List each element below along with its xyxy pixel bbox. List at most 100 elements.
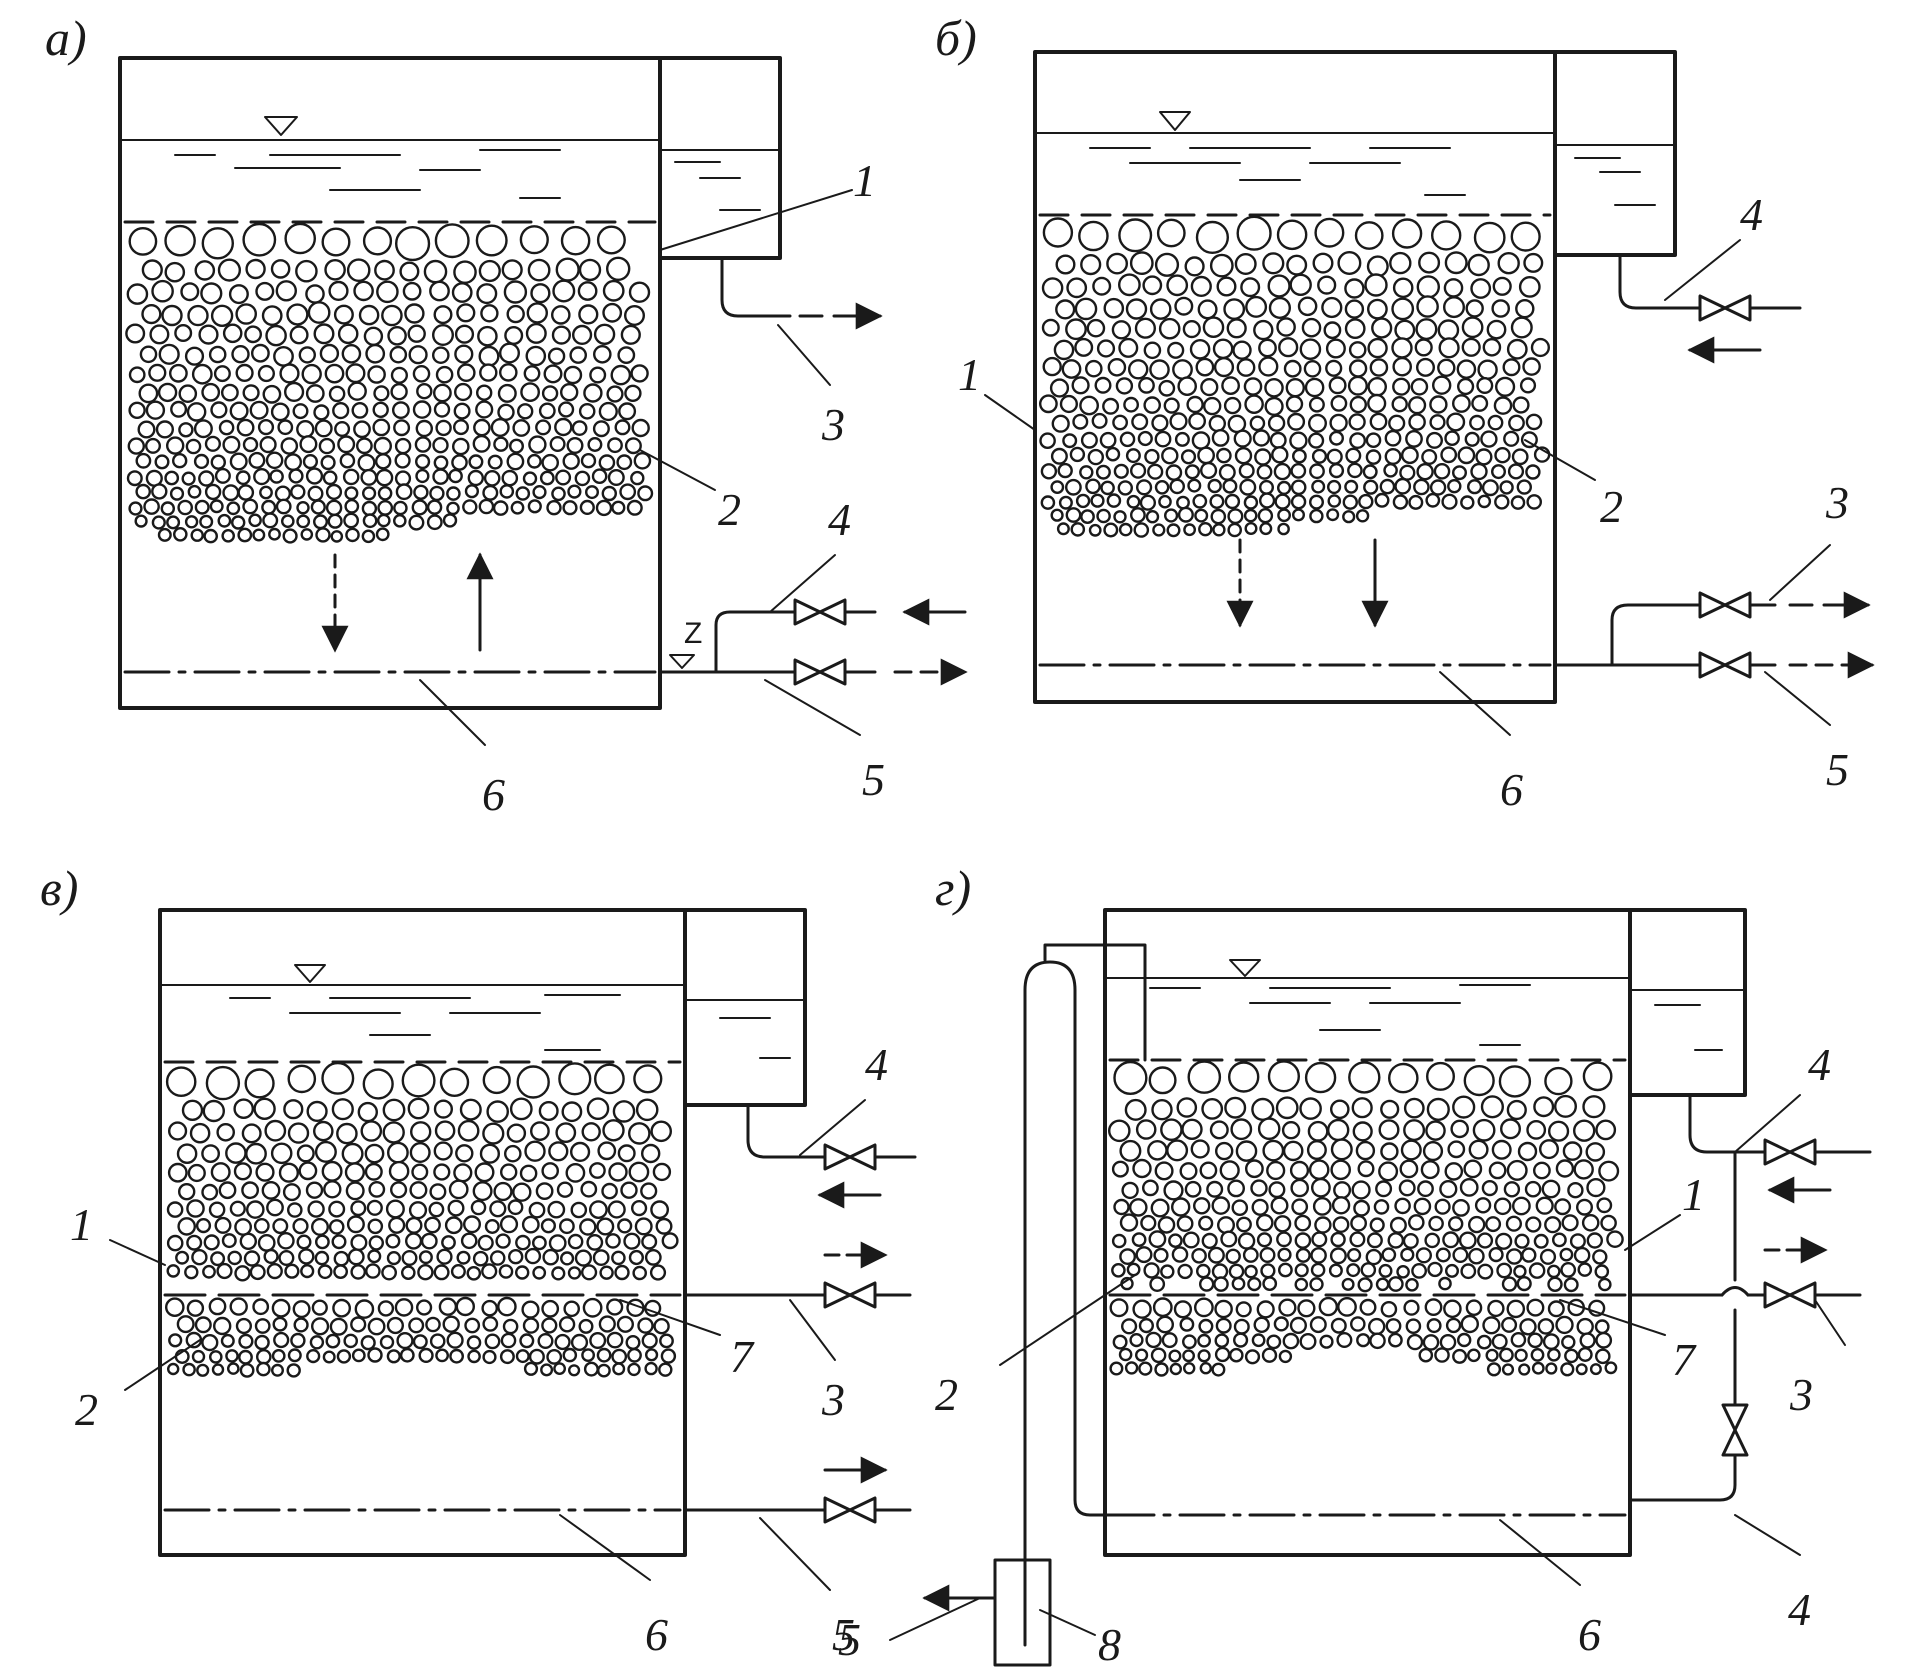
filter-grain [1282,1332,1300,1350]
filter-grain [527,453,542,469]
filter-grain [1330,394,1348,412]
filter-grain [1209,1120,1229,1140]
filter-grain [499,1215,519,1234]
filter-grain [442,1315,460,1333]
filter-grain [268,527,281,541]
filter-grain [1380,1099,1400,1119]
filter-grain [164,1297,185,1317]
filter-grain [1078,220,1109,252]
filter-grain [560,383,579,402]
filter-grain [394,470,412,487]
filter-grain [1113,1198,1130,1216]
filter-grain [411,499,428,516]
filter-grain [227,1250,242,1266]
filter-grain [574,470,591,487]
filter-grain [351,1348,366,1363]
valve-icon[interactable] [1763,1281,1817,1309]
filter-grain [217,513,232,528]
valve-icon[interactable] [1698,651,1752,679]
filter-grain [1344,278,1365,299]
callout-5: 5 [862,754,885,805]
filter-grain [157,382,178,403]
filter-grain [1311,479,1326,494]
filter-grain [555,469,572,486]
filter-grain [1405,1318,1422,1334]
filter-grain [493,1181,513,1202]
filter-grain [1330,1099,1350,1120]
panel-g-collector-8 [993,1558,1052,1667]
filter-grain [610,364,632,386]
filter-grain [1378,1161,1399,1182]
filter-grain [388,1160,410,1182]
filter-grain [1327,494,1342,508]
filter-grain [330,530,344,543]
valve-icon[interactable] [1698,591,1752,619]
filter-grain [607,437,623,454]
filter-grain [226,1362,240,1375]
valve-icon[interactable] [1698,294,1752,322]
filter-grain [1466,479,1483,495]
filter-grain [225,1142,247,1164]
valve-icon[interactable] [1721,1403,1749,1457]
filter-grain [1266,1160,1286,1181]
filter-grain [1066,277,1088,299]
filter-grain [413,484,429,500]
filter-grain [641,1332,658,1349]
filter-grain [1184,1180,1202,1198]
callout-3: 3 [1789,1369,1813,1420]
callout-2: 2 [75,1384,98,1435]
filter-grain [1526,494,1542,510]
filter-grain [483,469,501,487]
filter-grain [1431,375,1452,395]
filter-grain [655,1217,673,1235]
filter-grain [244,325,263,344]
filter-grain [528,1201,546,1219]
valve-icon[interactable] [823,1281,877,1309]
filter-grain [565,1163,586,1183]
filter-grain [429,1333,446,1349]
valve-icon[interactable] [793,598,847,626]
valve-icon[interactable] [793,658,847,686]
filter-grain [270,402,290,422]
filter-grain [1085,359,1103,378]
filter-grain [492,500,509,516]
valve-icon[interactable] [823,1143,877,1171]
filter-grain [351,401,369,419]
filter-grain [1495,1232,1513,1250]
filter-grain [432,468,449,485]
filter-grain [1533,1161,1551,1180]
filter-grain [1176,1097,1198,1118]
filter-grain [512,419,531,437]
valve-icon[interactable] [1763,1138,1817,1166]
filter-grain [1415,1247,1433,1264]
filter-grain [1460,495,1475,510]
filter-grain [1487,414,1504,431]
filter-grain [1252,429,1271,447]
filter-grain [1050,508,1064,522]
filter-grain [1276,480,1292,496]
filter-grain [313,404,330,421]
filter-grain [454,344,474,364]
filter-grain [1206,1180,1224,1198]
filter-grain [1523,252,1544,273]
filter-grain [1112,1334,1128,1350]
filter-grain [1289,431,1308,450]
filter-grain [538,1100,559,1121]
valve-icon[interactable] [823,1496,877,1524]
filter-grain [177,1182,196,1201]
filter-grain [1278,337,1299,358]
filter-grain [557,401,575,418]
filter-grain [548,1234,567,1253]
filter-grain [1058,495,1073,510]
filter-grain [542,1248,560,1266]
filter-grain [587,437,603,453]
filter-grain [1482,337,1502,357]
filter-grain [128,401,146,419]
filter-grain [433,401,451,418]
filter-grain [210,454,227,470]
filter-grain [365,1263,381,1279]
filter-grain [365,343,386,364]
callout-2: 2 [935,1369,958,1420]
filter-grain [252,528,266,542]
filter-grain [374,259,395,281]
